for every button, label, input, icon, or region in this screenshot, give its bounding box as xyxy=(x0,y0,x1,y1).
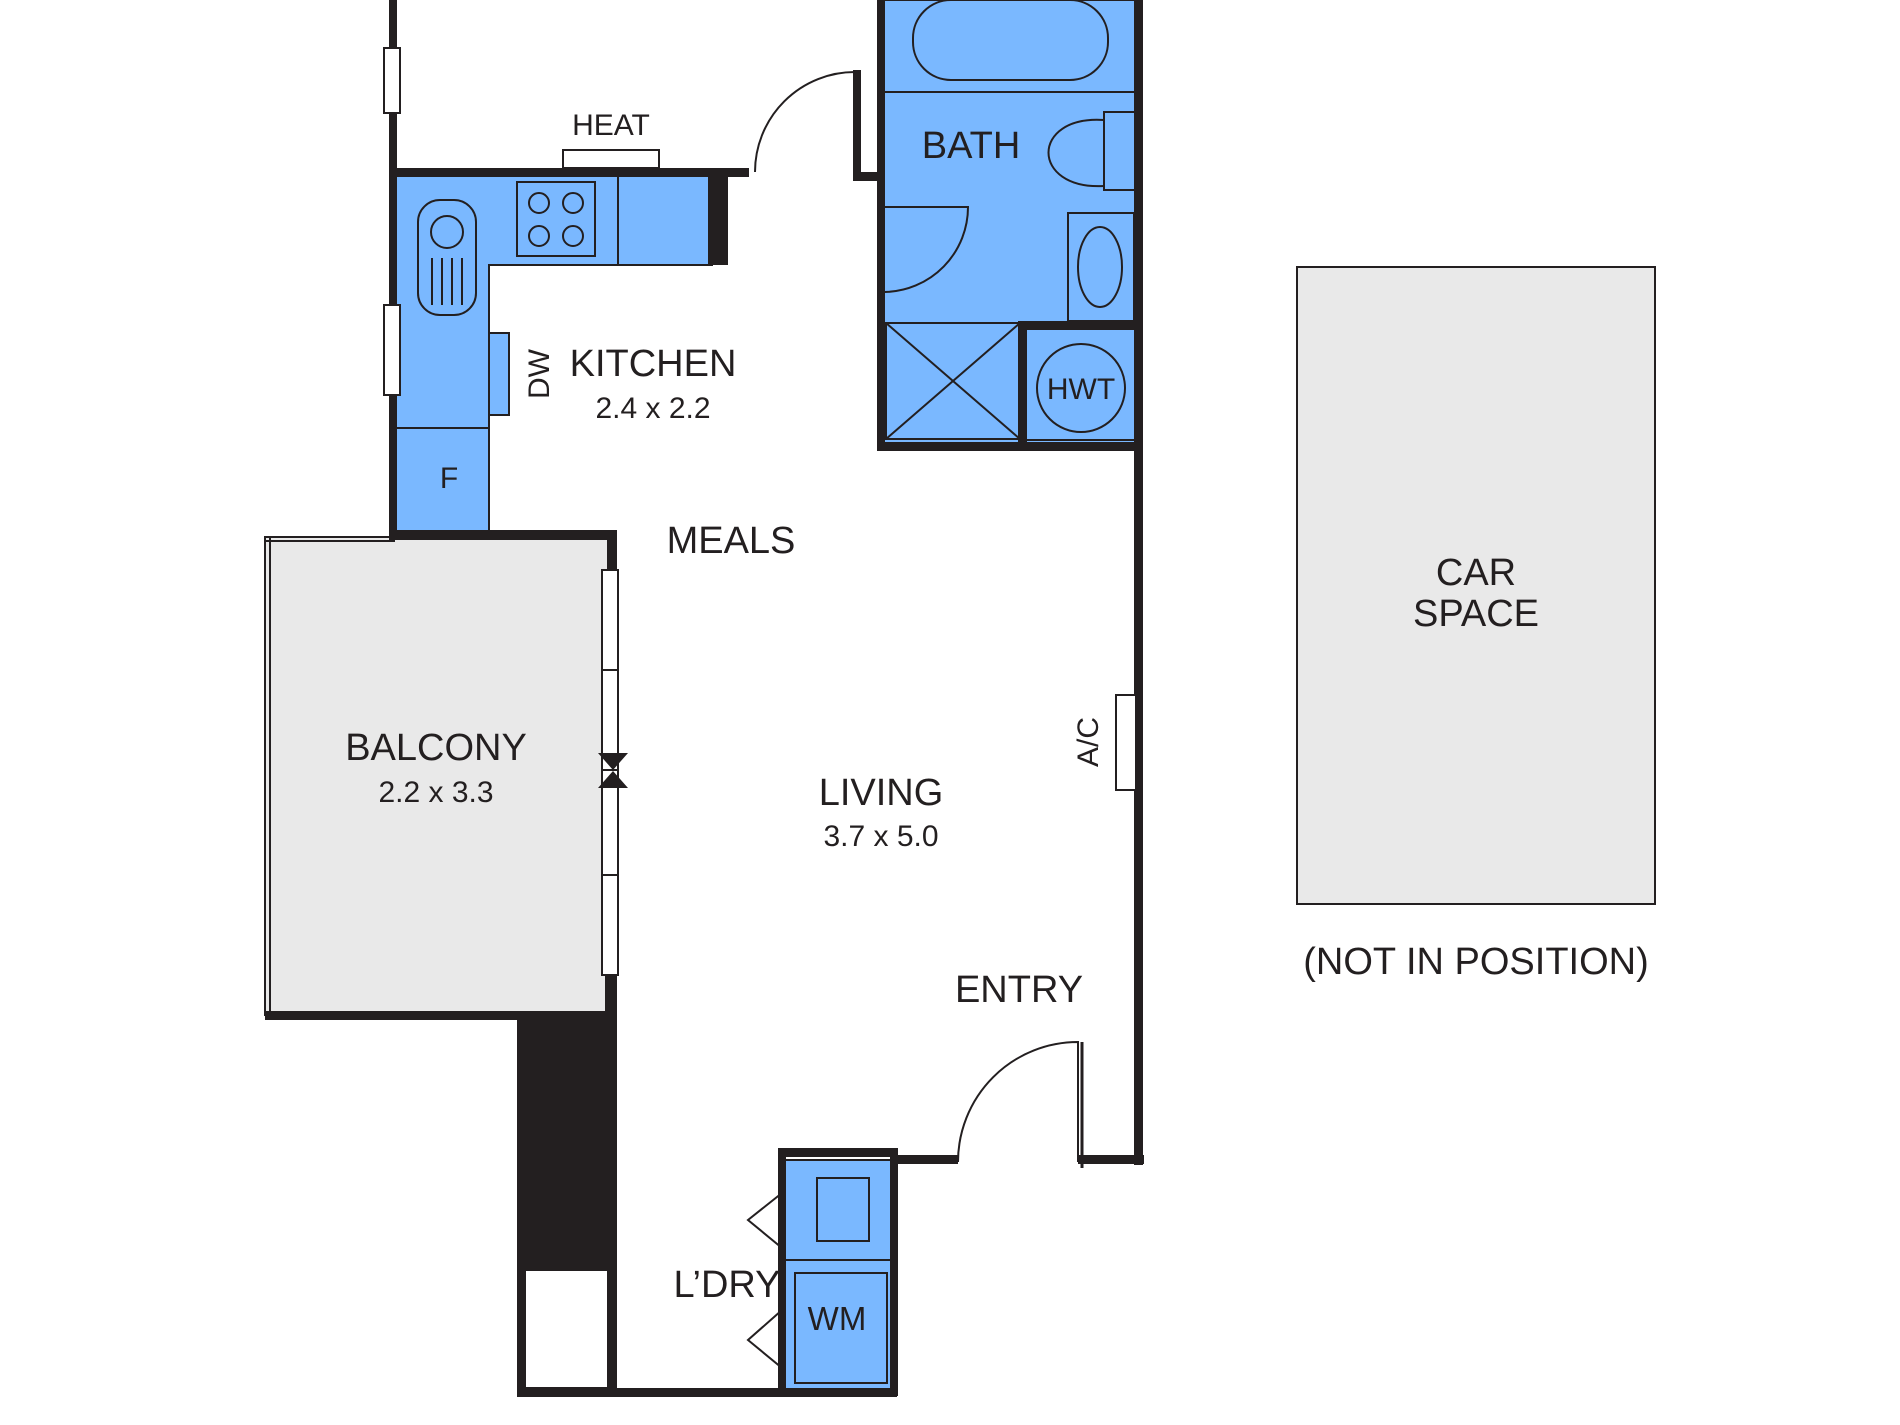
window-balcony-4 xyxy=(601,874,619,976)
living-size: 3.7 x 5.0 xyxy=(823,820,938,853)
window-kitchen xyxy=(383,304,401,396)
balcony-label: BALCONY xyxy=(345,727,527,769)
dishwasher-label: DW xyxy=(523,348,556,399)
bath-door-swing xyxy=(884,206,970,293)
air-conditioner-label: A/C xyxy=(1072,717,1105,767)
meals-label: MEALS xyxy=(667,520,796,562)
heat-label: HEAT xyxy=(572,109,650,142)
balcony-area xyxy=(264,536,610,1016)
entry-door-swing xyxy=(957,1040,1079,1163)
laundry-area xyxy=(781,1159,895,1396)
car-space-area xyxy=(1296,266,1656,905)
laundry-door-upper xyxy=(746,1192,783,1249)
heater xyxy=(562,149,660,169)
car-space-label-line2: SPACE xyxy=(1413,593,1539,635)
dishwasher xyxy=(488,332,510,416)
laundry-label: L’DRY xyxy=(673,1264,780,1306)
air-conditioner xyxy=(1115,694,1137,791)
kitchen-size: 2.4 x 2.2 xyxy=(595,392,710,425)
hot-water-tank-icon xyxy=(1036,343,1126,433)
window-balcony-1 xyxy=(601,569,619,671)
window-top-left xyxy=(383,47,401,114)
bathtub-icon xyxy=(912,0,1109,81)
car-space-note: (NOT IN POSITION) xyxy=(1303,941,1649,983)
kitchen-sink xyxy=(417,199,477,316)
kitchen-label: KITCHEN xyxy=(570,343,737,385)
entry-label: ENTRY xyxy=(955,969,1083,1011)
car-space-label-line1: CAR xyxy=(1436,552,1516,594)
washing-machine-label: WM xyxy=(808,1300,867,1337)
cooktop xyxy=(516,181,596,257)
laundry-cabinet xyxy=(816,1177,870,1242)
store-opening xyxy=(524,1269,609,1389)
laundry-door-lower xyxy=(746,1309,783,1369)
sliding-door-arrows xyxy=(598,753,628,788)
living-label: LIVING xyxy=(819,772,944,814)
kitchen-door-swing xyxy=(754,70,856,173)
bath-label: BATH xyxy=(922,125,1021,167)
fridge-label: F xyxy=(440,462,458,495)
washing-machine-icon xyxy=(794,1272,888,1384)
hot-water-label: HWT xyxy=(1047,373,1115,406)
balcony-size: 2.2 x 3.3 xyxy=(378,776,493,809)
